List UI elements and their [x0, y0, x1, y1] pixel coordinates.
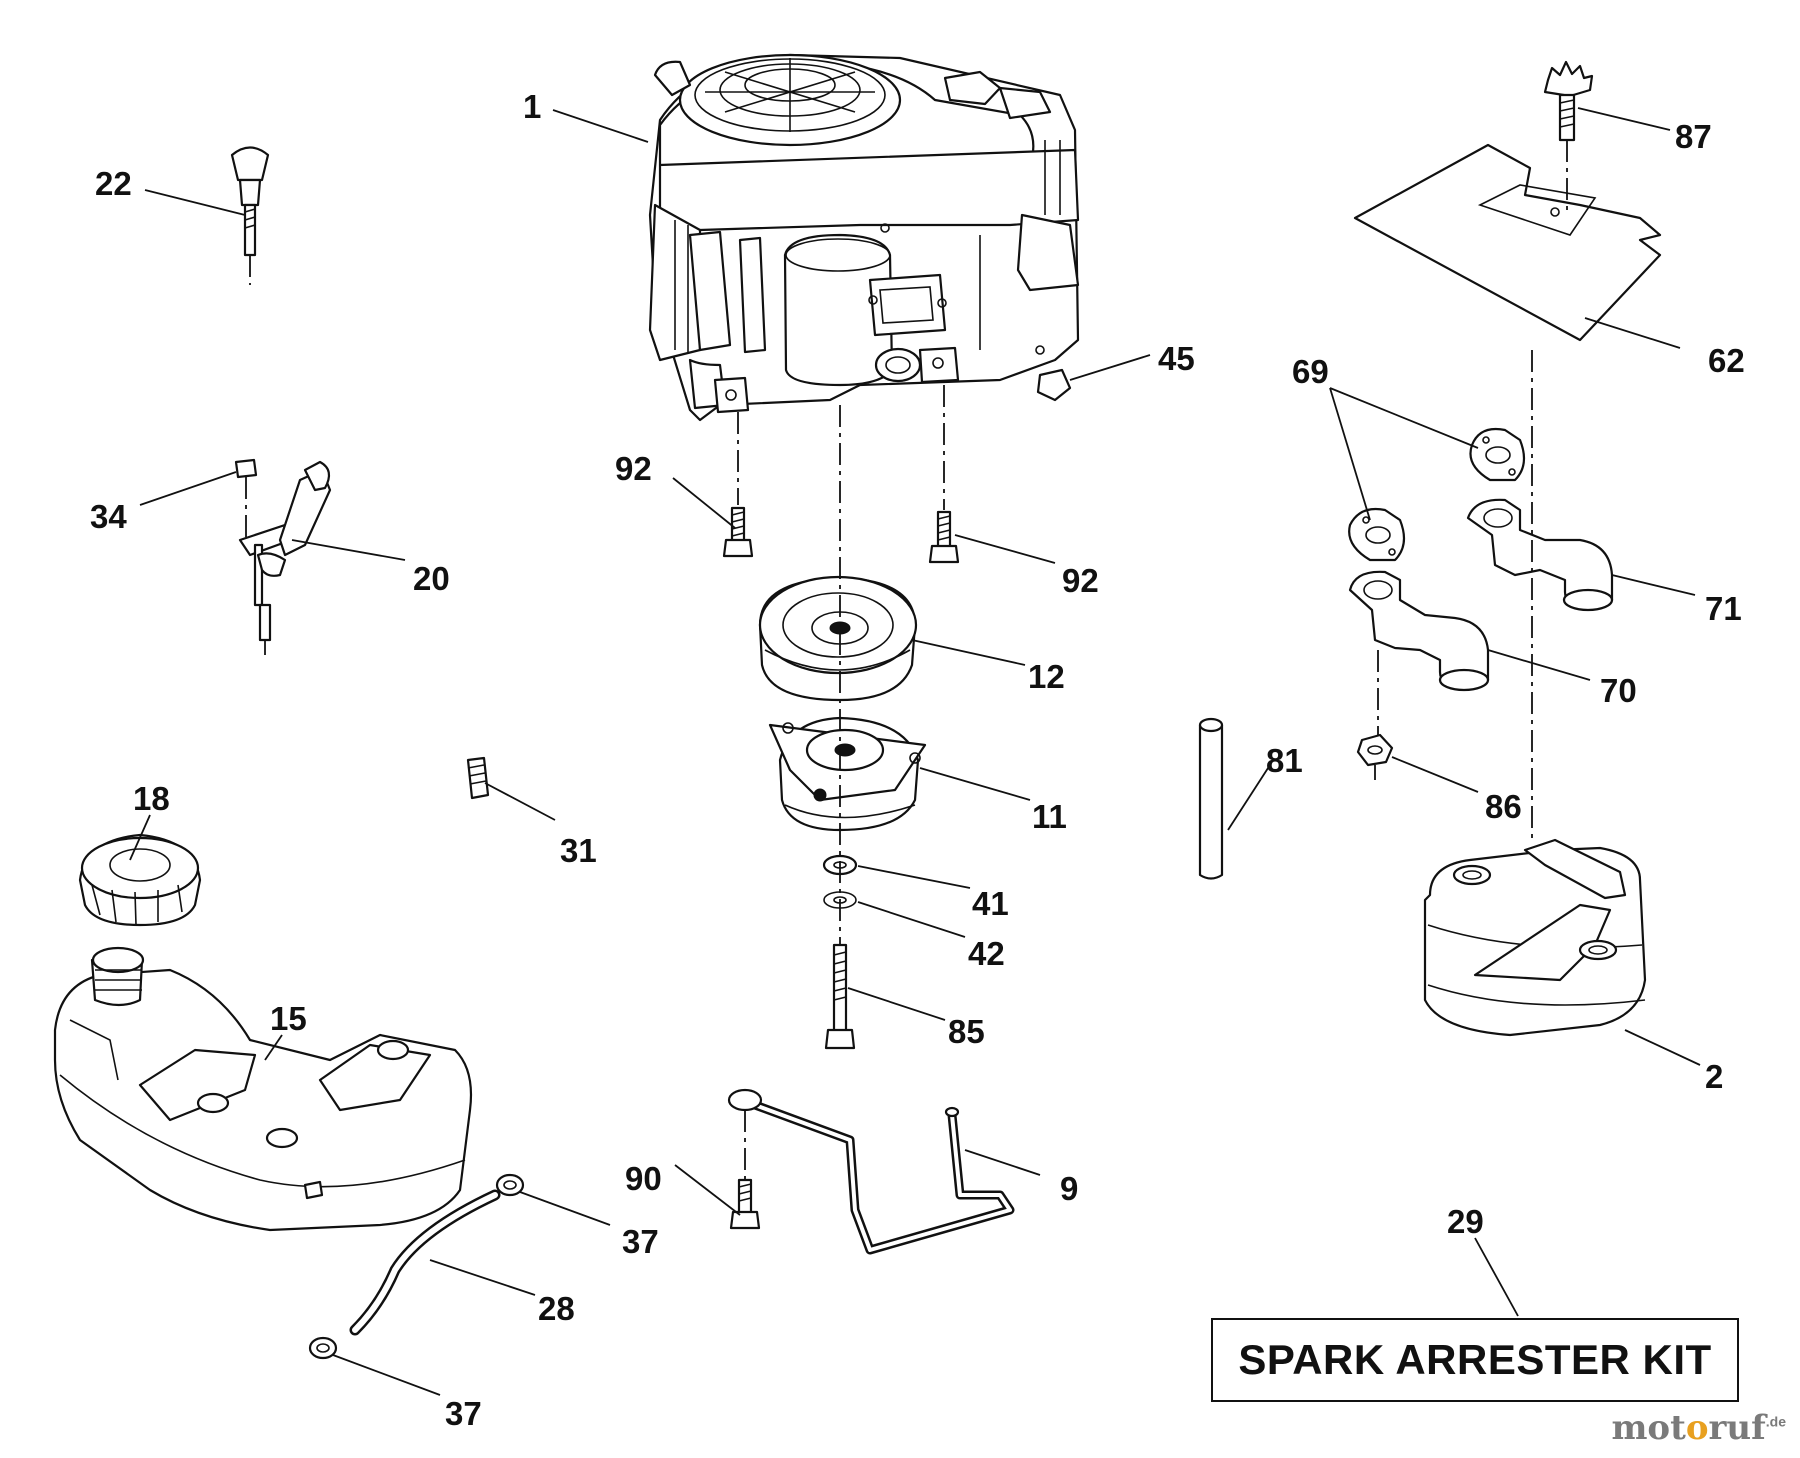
- callout-85: 85: [948, 1013, 985, 1050]
- callout-37-lower: 37: [445, 1395, 482, 1432]
- callout-34: 34: [90, 498, 127, 535]
- callout-20: 20: [413, 560, 450, 597]
- callout-41: 41: [972, 885, 1009, 922]
- nut-86: [1356, 733, 1394, 767]
- tube-81: [1198, 717, 1224, 880]
- engine: [648, 53, 1080, 422]
- spark-arrester-kit-box: SPARK ARRESTER KIT: [1211, 1318, 1739, 1402]
- callout-62: 62: [1708, 342, 1745, 379]
- bolt-45: [1036, 354, 1151, 402]
- fuel-tank-15: [53, 946, 473, 1232]
- callout-18: 18: [133, 780, 170, 817]
- callout-92-left: 92: [615, 450, 652, 487]
- choke-knob-22: [230, 146, 270, 285]
- hose-clamp-37-upper: [495, 1173, 525, 1197]
- throttle-control-20: [234, 458, 332, 655]
- pulley-12: [758, 575, 918, 702]
- callout-90: 90: [625, 1160, 662, 1197]
- bolt-87: [1543, 60, 1594, 142]
- callout-92-right: 92: [1062, 562, 1099, 599]
- bolt-90: [729, 1110, 761, 1230]
- callout-9: 9: [1060, 1170, 1078, 1207]
- hose-clamp-37-lower: [308, 1336, 338, 1360]
- callout-29: 29: [1447, 1203, 1484, 1240]
- watermark-suffix: .de: [1765, 1413, 1786, 1430]
- rod-9: [727, 1088, 1015, 1255]
- callout-81: 81: [1266, 742, 1303, 779]
- callout-71: 71: [1705, 590, 1742, 627]
- watermark-text-o: o: [1685, 1408, 1709, 1448]
- callout-70: 70: [1600, 672, 1637, 709]
- callout-28: 28: [538, 1290, 575, 1327]
- fuel-line-28: [349, 1189, 501, 1336]
- fuel-cap-18: [78, 833, 202, 927]
- callout-22: 22: [95, 165, 132, 202]
- callout-1: 1: [523, 88, 541, 125]
- bolt-92-left: [722, 506, 754, 558]
- gasket-69-left: [1348, 507, 1406, 562]
- spring-31: [466, 756, 490, 800]
- callout-2: 2: [1705, 1058, 1723, 1095]
- heat-shield-62: [1353, 143, 1662, 342]
- callout-11: 11: [1032, 798, 1067, 835]
- callout-31: 31: [560, 832, 597, 869]
- callout-37-upper: 37: [622, 1223, 659, 1260]
- watermark-text-b: ruf: [1708, 1408, 1766, 1448]
- spark-arrester-kit-label: SPARK ARRESTER KIT: [1238, 1336, 1712, 1383]
- callout-69: 69: [1292, 353, 1329, 390]
- watermark-text-a: mot: [1611, 1408, 1686, 1448]
- gasket-69-right: [1469, 427, 1526, 482]
- exhaust-pipe-70: [1348, 570, 1490, 692]
- watermark-logo: motoruf.de: [1611, 1408, 1786, 1448]
- callout-87: 87: [1675, 118, 1712, 155]
- callout-labels: 1 22 34 20 92 92 12 11 41 42 85 45 31 18…: [90, 88, 1745, 1432]
- callout-42: 42: [968, 935, 1005, 972]
- callout-12: 12: [1028, 658, 1065, 695]
- bolt-85: [824, 943, 856, 1050]
- clutch-11: [768, 716, 927, 832]
- callout-86: 86: [1485, 788, 1522, 825]
- bolt-92-right: [928, 510, 960, 564]
- callout-45: 45: [1158, 340, 1195, 377]
- exhaust-pipe-71: [1466, 498, 1614, 612]
- callout-15: 15: [270, 1000, 307, 1037]
- muffler-2: [1423, 838, 1647, 1037]
- leader-lines: [129, 107, 1701, 1396]
